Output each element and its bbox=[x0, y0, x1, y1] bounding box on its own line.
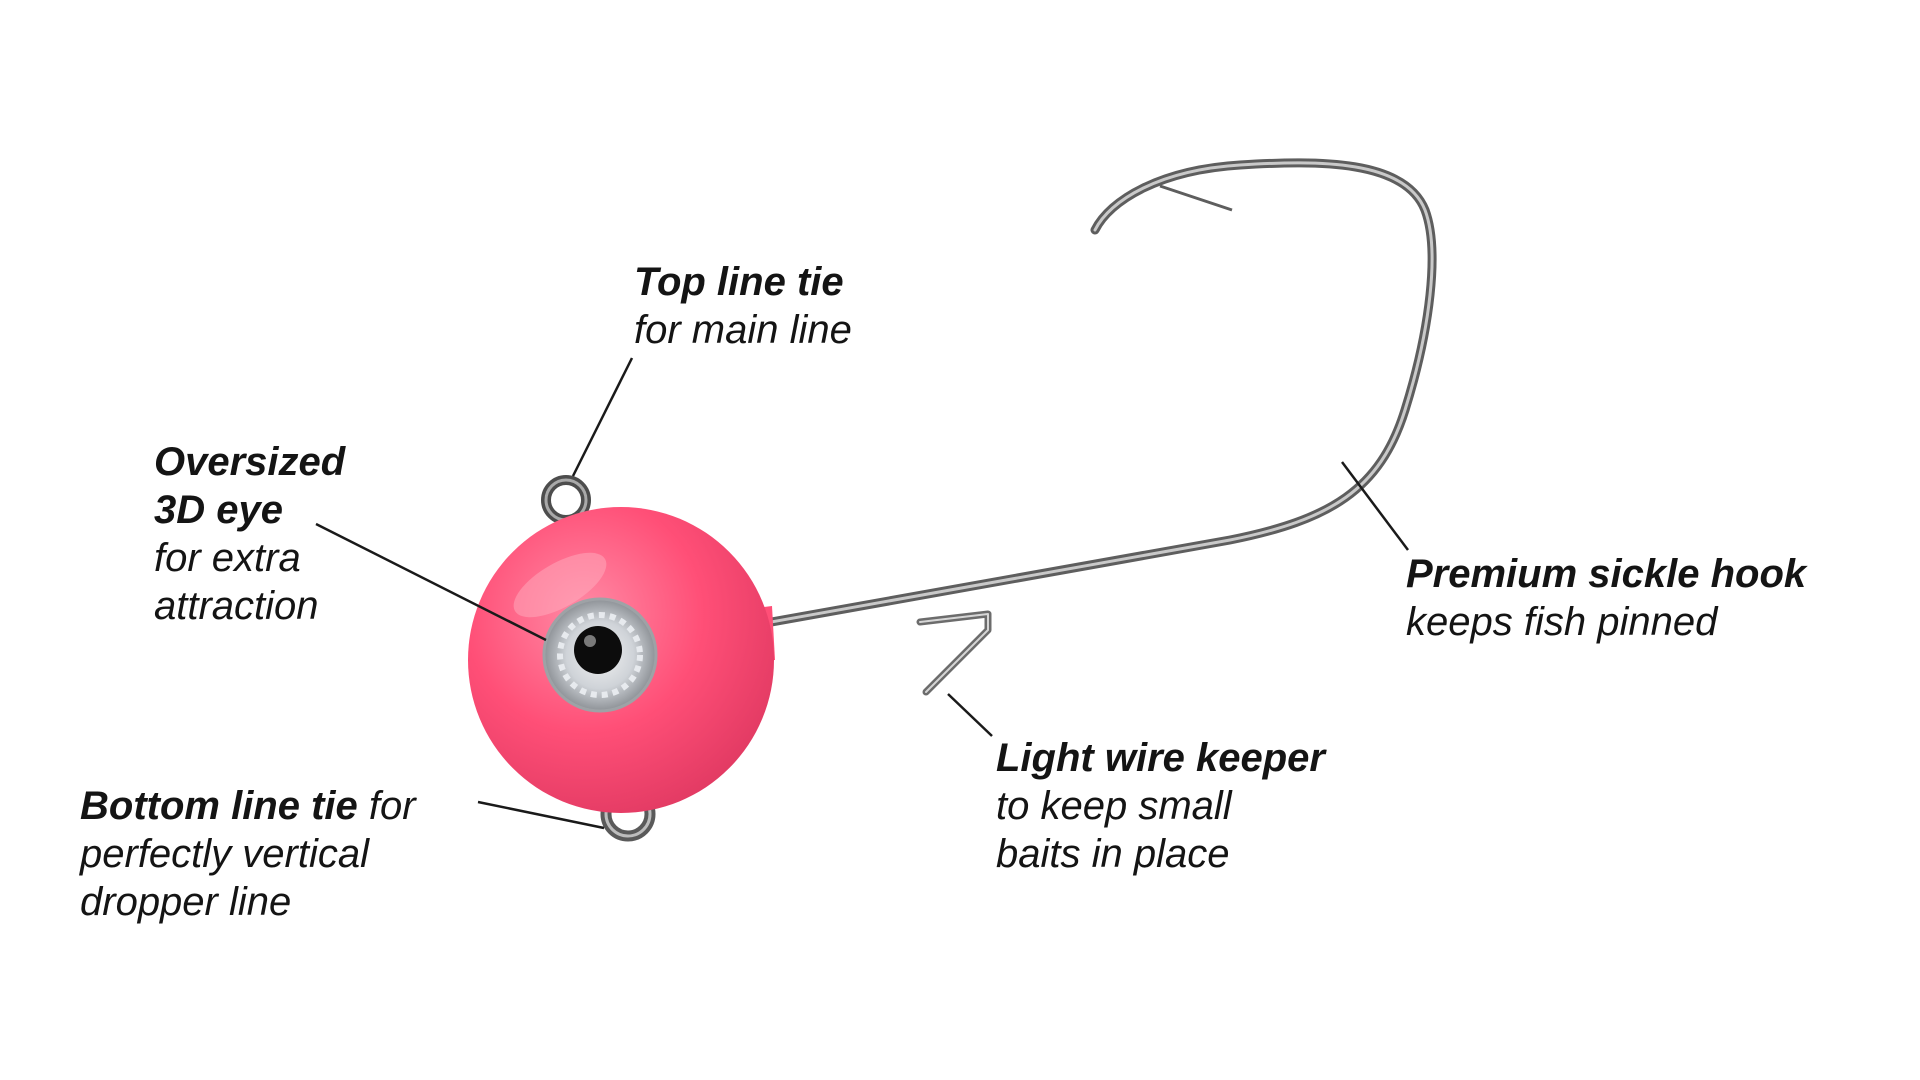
callout-keeper-title: Light wire keeper bbox=[996, 736, 1325, 780]
callout-bottom-line-tie: Bottom line tie for perfectly vertical d… bbox=[80, 782, 416, 926]
callout-eye-desc-line2: attraction bbox=[154, 584, 319, 628]
callout-bottom-line-tie-desc-line1: for bbox=[368, 784, 416, 828]
callout-eye-desc-line1: for extra bbox=[154, 536, 301, 580]
leader-lines bbox=[315, 357, 1409, 830]
callout-eye-title-line1: Oversized bbox=[154, 440, 346, 484]
leader-keeper bbox=[947, 693, 993, 737]
callout-3d-eye: Oversized 3D eye for extra attraction bbox=[154, 438, 345, 630]
callout-wire-keeper: Light wire keeper to keep small baits in… bbox=[996, 734, 1325, 878]
callout-top-line-tie-desc: for main line bbox=[634, 308, 852, 352]
callout-top-line-tie-title: Top line tie bbox=[634, 260, 844, 304]
callout-keeper-desc-line2: baits in place bbox=[996, 832, 1230, 876]
wire-keeper bbox=[916, 610, 992, 696]
callout-bottom-line-tie-desc-line3: dropper line bbox=[80, 880, 292, 924]
callout-top-line-tie: Top line tie for main line bbox=[634, 258, 852, 354]
callout-keeper-desc-line1: to keep small bbox=[996, 784, 1232, 828]
callout-sickle-title: Premium sickle hook bbox=[1406, 552, 1807, 596]
callout-sickle-hook: Premium sickle hook keeps fish pinned bbox=[1406, 550, 1806, 646]
3d-eye bbox=[542, 597, 658, 713]
leader-top-line-tie bbox=[571, 357, 634, 477]
callout-bottom-line-tie-title: Bottom line tie bbox=[80, 784, 358, 828]
callout-bottom-line-tie-desc-line2: perfectly vertical bbox=[80, 832, 369, 876]
leader-sickle-hook bbox=[1341, 461, 1409, 551]
leader-bottom-line-tie bbox=[477, 800, 605, 830]
sickle-hook bbox=[755, 158, 1437, 629]
callout-sickle-desc: keeps fish pinned bbox=[1406, 600, 1718, 644]
leader-eye bbox=[315, 522, 547, 642]
callout-eye-title-line2: 3D eye bbox=[154, 488, 283, 532]
hook-barb bbox=[1159, 184, 1233, 212]
